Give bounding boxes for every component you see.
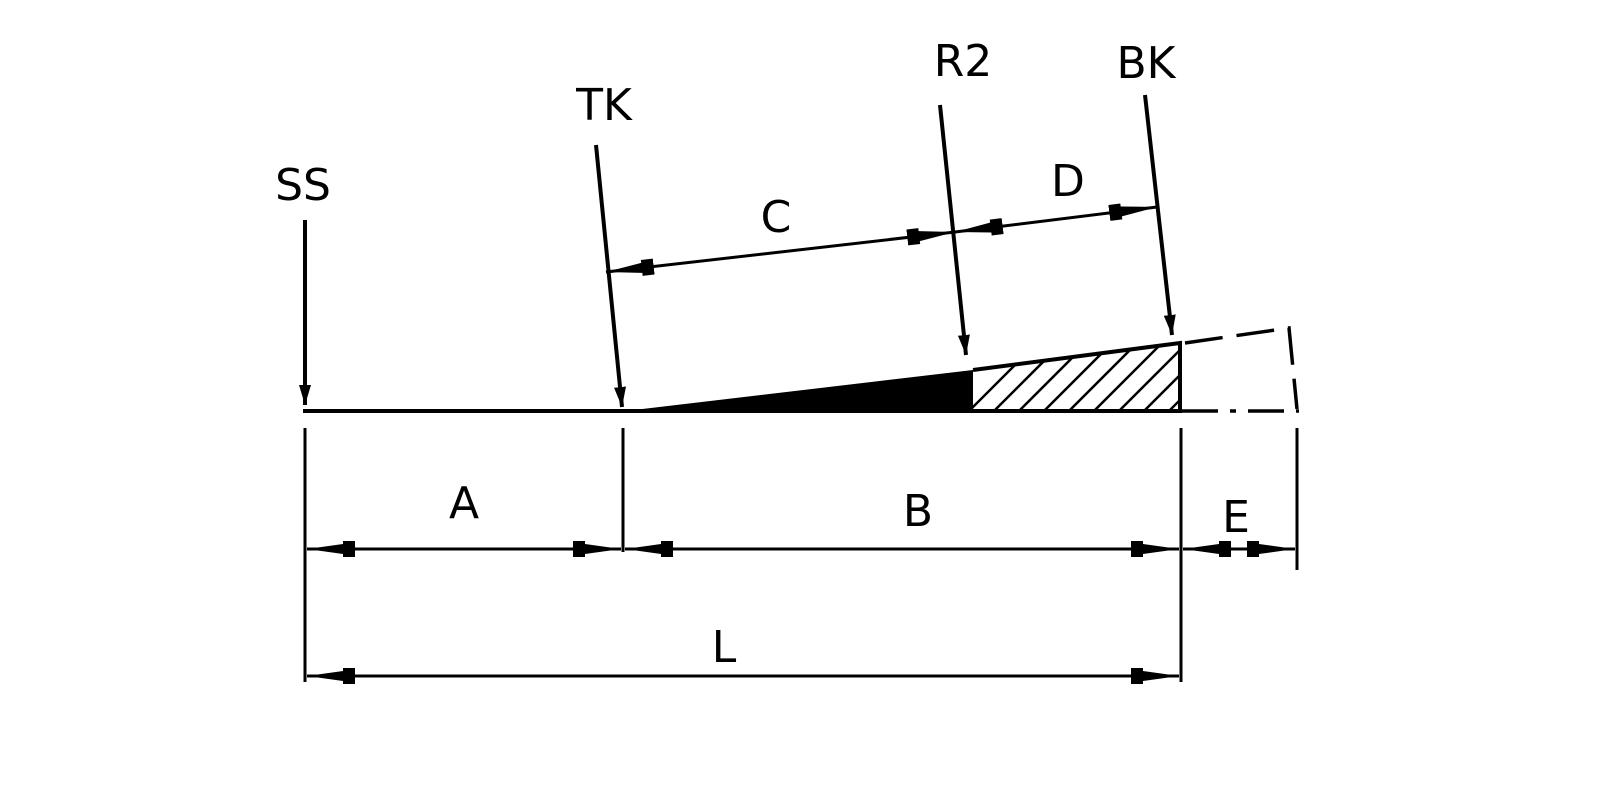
label-c: C <box>761 192 792 243</box>
dimension-d <box>954 203 1158 236</box>
extension-lines <box>303 428 1299 682</box>
label-r2: R2 <box>934 36 993 87</box>
hatched-wedge-region <box>972 340 1182 411</box>
label-ss: SS <box>275 160 331 211</box>
label-e: E <box>1222 492 1250 543</box>
label-bk: BK <box>1116 38 1176 89</box>
label-a: A <box>449 478 479 529</box>
leader-tk <box>594 144 626 408</box>
leader-bk <box>1143 94 1176 336</box>
solid-wedge-region <box>625 370 973 411</box>
dimension-c <box>605 228 956 276</box>
dashed-extension-outline <box>1184 326 1299 410</box>
label-d: D <box>1051 156 1085 207</box>
label-tk: TK <box>575 80 633 131</box>
label-l: L <box>712 622 737 673</box>
label-b: B <box>903 486 933 537</box>
